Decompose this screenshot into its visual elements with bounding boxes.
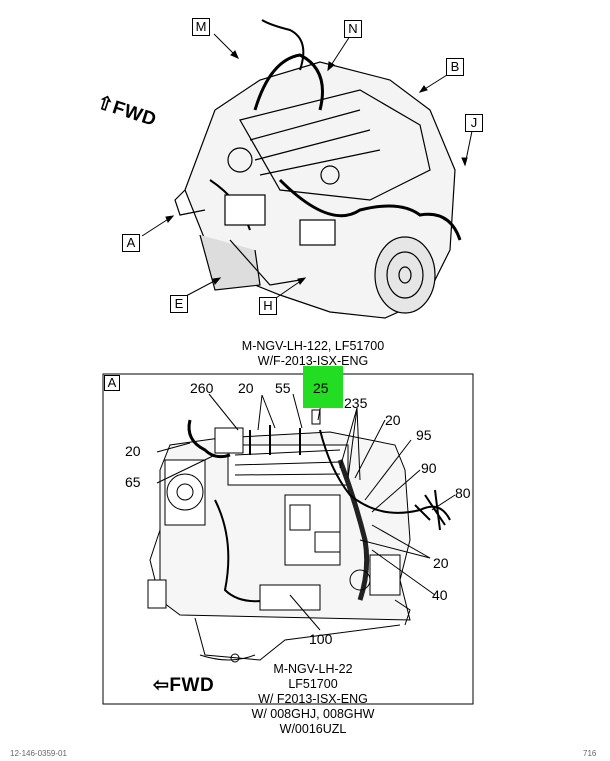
- fwd-indicator-detail: ⇦FWD: [153, 674, 214, 697]
- fwd-arrow-icon: ⇦: [153, 675, 170, 696]
- view-label-b[interactable]: B: [446, 58, 464, 76]
- caption-line: LF51700: [288, 677, 338, 691]
- callout-100[interactable]: 100: [309, 631, 333, 647]
- callout-25[interactable]: 25: [313, 380, 329, 396]
- caption-line: M-NGV-LH-122, LF51700: [241, 339, 385, 353]
- callout-65[interactable]: 65: [125, 474, 141, 490]
- callout-95[interactable]: 95: [416, 427, 432, 443]
- caption-line: W/ F2013-ISX-ENG: [258, 692, 368, 706]
- footer-right: 716: [583, 749, 597, 758]
- view-label-e[interactable]: E: [170, 295, 188, 313]
- top-view-leaders: [141, 33, 473, 299]
- view-label-n[interactable]: N: [344, 20, 362, 38]
- caption-line: W/ 008GHJ, 008GHW: [251, 707, 375, 721]
- detail-engine-drawing: [147, 409, 451, 663]
- footer-left: 12-146-0359-01: [10, 749, 67, 758]
- detail-box-label: A: [104, 375, 120, 391]
- callout-20[interactable]: 20: [433, 555, 449, 571]
- callout-40[interactable]: 40: [432, 587, 448, 603]
- caption-line: W/F-2013-ISX-ENG: [257, 354, 369, 368]
- view-label-a[interactable]: A: [122, 234, 140, 252]
- detail-caption-bottom: M-NGV-LH-22 LF51700 W/ F2013-ISX-ENG W/ …: [228, 662, 398, 737]
- callout-20[interactable]: 20: [385, 412, 401, 428]
- detail-caption-top: M-NGV-LH-122, LF51700 W/F-2013-ISX-ENG: [213, 339, 413, 369]
- callout-20[interactable]: 20: [125, 443, 141, 459]
- callout-55[interactable]: 55: [275, 380, 291, 396]
- callout-235[interactable]: 235: [344, 395, 368, 411]
- callout-80[interactable]: 80: [455, 485, 471, 501]
- detail-frame: [102, 373, 474, 705]
- callout-260[interactable]: 260: [190, 380, 214, 396]
- callout-20[interactable]: 20: [238, 380, 254, 396]
- caption-line: W/0016UZL: [279, 722, 347, 736]
- view-label-h[interactable]: H: [259, 297, 277, 315]
- fwd-text: FWD: [169, 675, 215, 696]
- view-label-j[interactable]: J: [465, 114, 483, 132]
- view-label-m[interactable]: M: [192, 18, 210, 36]
- top-engine-drawing: [174, 19, 462, 319]
- caption-line: M-NGV-LH-22: [273, 662, 353, 676]
- callout-90[interactable]: 90: [421, 460, 437, 476]
- callout-highlight: [303, 366, 343, 408]
